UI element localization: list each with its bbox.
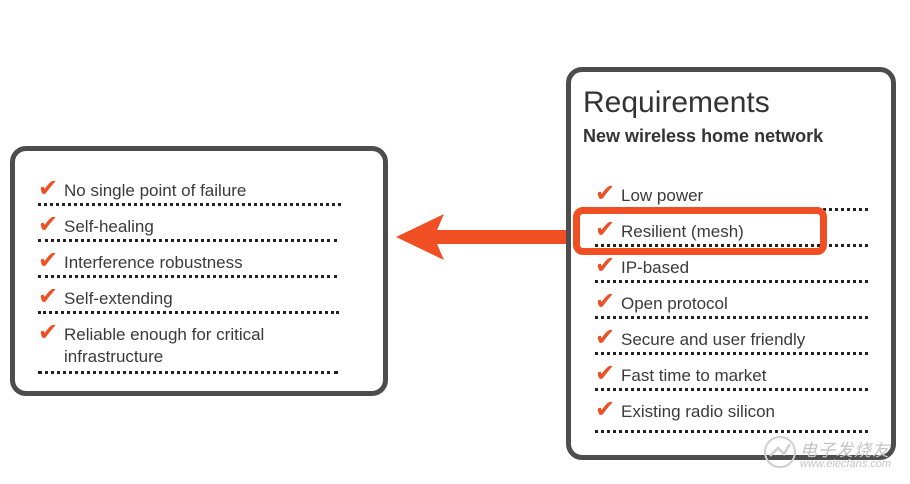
check-icon: ✔ bbox=[38, 211, 59, 238]
requirements-title: Requirements bbox=[583, 86, 770, 119]
list-item: ✔ Secure and user friendly bbox=[595, 325, 868, 355]
item-label: Resilient (mesh) bbox=[621, 222, 744, 241]
arrow-left-icon bbox=[396, 214, 590, 260]
item-label: IP-based bbox=[621, 258, 690, 277]
check-icon: ✔ bbox=[595, 252, 616, 279]
list-item: ✔ Self-healing bbox=[38, 212, 337, 242]
dotted-divider bbox=[38, 371, 338, 374]
list-item: ✔ Interference robustness bbox=[38, 248, 337, 278]
dotted-divider bbox=[38, 203, 341, 206]
list-item: ✔ Existing radio silicon bbox=[595, 397, 868, 433]
check-icon: ✔ bbox=[595, 216, 616, 243]
check-icon: ✔ bbox=[38, 175, 59, 202]
watermark-logo-icon bbox=[764, 436, 796, 468]
list-item: ✔ Reliable enough for critical infrastru… bbox=[38, 320, 338, 374]
list-item: ✔ IP-based bbox=[595, 253, 868, 283]
item-label: Self-healing bbox=[64, 217, 154, 236]
requirements-subtitle: New wireless home network bbox=[583, 126, 824, 146]
dotted-divider bbox=[595, 388, 868, 391]
item-label: No single point of failure bbox=[64, 181, 247, 200]
dotted-divider bbox=[595, 430, 868, 433]
watermark: 电子发烧友 www.elecfans.com bbox=[760, 432, 906, 476]
item-label: Fast time to market bbox=[621, 366, 767, 385]
highlight-frame bbox=[573, 207, 827, 255]
check-icon: ✔ bbox=[595, 180, 616, 207]
item-label: Open protocol bbox=[621, 294, 728, 313]
item-label: Low power bbox=[621, 186, 704, 205]
consequences-box bbox=[10, 146, 388, 396]
list-item: ✔ Open protocol bbox=[595, 289, 868, 319]
list-item: ✔ No single point of failure bbox=[38, 176, 341, 206]
dotted-divider bbox=[38, 239, 337, 242]
dotted-divider bbox=[595, 316, 868, 319]
requirements-box bbox=[566, 67, 896, 460]
watermark-url: www.elecfans.com bbox=[800, 458, 892, 470]
check-icon: ✔ bbox=[595, 288, 616, 315]
list-item: ✔ Resilient (mesh) bbox=[595, 217, 868, 247]
item-label: Existing radio silicon bbox=[621, 402, 776, 421]
check-icon: ✔ bbox=[38, 319, 59, 346]
check-icon: ✔ bbox=[38, 247, 59, 274]
dotted-divider bbox=[595, 244, 868, 247]
list-item: ✔ Self-extending bbox=[38, 284, 339, 314]
dotted-divider bbox=[38, 311, 339, 314]
check-icon: ✔ bbox=[38, 283, 59, 310]
item-label: Self-extending bbox=[64, 289, 173, 308]
watermark-text: 电子发烧友 bbox=[800, 441, 890, 460]
item-label: Reliable enough for critical infrastruct… bbox=[64, 325, 265, 366]
check-icon: ✔ bbox=[595, 324, 616, 351]
check-icon: ✔ bbox=[595, 360, 616, 387]
item-label: Secure and user friendly bbox=[621, 330, 806, 349]
dotted-divider bbox=[595, 280, 868, 283]
dotted-divider bbox=[38, 275, 337, 278]
check-icon: ✔ bbox=[595, 396, 616, 423]
item-label: Interference robustness bbox=[64, 253, 243, 272]
dotted-divider bbox=[595, 352, 868, 355]
list-item: ✔ Fast time to market bbox=[595, 361, 868, 391]
